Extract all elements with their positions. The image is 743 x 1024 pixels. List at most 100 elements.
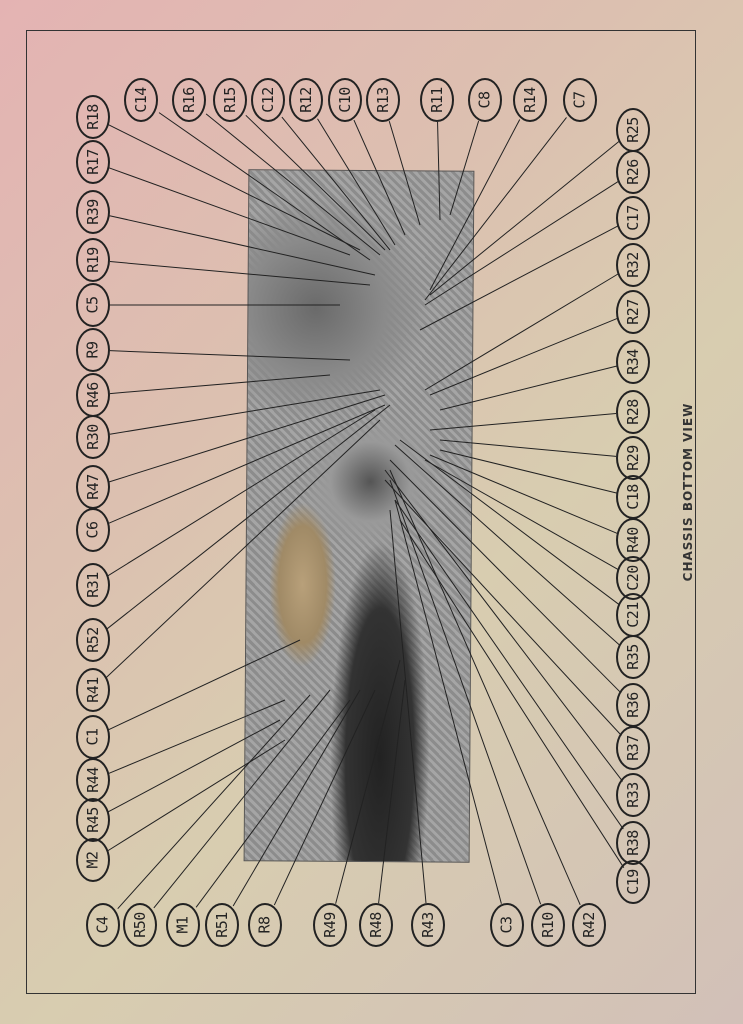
callout-r48: R48 bbox=[359, 903, 393, 947]
callout-label: C18 bbox=[624, 484, 642, 510]
callout-r38: R38 bbox=[616, 821, 650, 865]
leader-line-r43 bbox=[389, 509, 427, 904]
leader-line-r39 bbox=[109, 215, 376, 276]
callout-label: R35 bbox=[624, 644, 642, 670]
callout-r14: R14 bbox=[513, 78, 547, 122]
callout-r32: R32 bbox=[616, 243, 650, 287]
callout-r17: R17 bbox=[76, 140, 110, 184]
callout-label: R47 bbox=[84, 474, 102, 500]
callout-r19: R19 bbox=[76, 238, 110, 282]
leader-line-r19 bbox=[109, 261, 371, 286]
leader-line-c1 bbox=[108, 639, 301, 731]
leader-line-r52 bbox=[106, 404, 391, 630]
leader-line-r17 bbox=[108, 167, 351, 256]
callout-c12: C12 bbox=[251, 78, 285, 122]
callout-c14: C14 bbox=[124, 78, 158, 122]
leader-line-r10 bbox=[389, 479, 542, 905]
leader-line-r33 bbox=[384, 469, 624, 782]
callout-r37: R37 bbox=[616, 726, 650, 770]
leader-line-r47 bbox=[109, 394, 386, 483]
callout-c21: C21 bbox=[616, 593, 650, 637]
callout-label: R28 bbox=[624, 399, 642, 425]
callout-label: R15 bbox=[221, 87, 239, 113]
callout-label: C21 bbox=[624, 602, 642, 628]
callout-label: C4 bbox=[94, 916, 112, 934]
leader-line-r12 bbox=[317, 118, 396, 246]
callout-c7: C7 bbox=[563, 78, 597, 122]
leader-line-c8 bbox=[449, 120, 480, 216]
callout-label: C7 bbox=[571, 91, 589, 109]
callout-r46: R46 bbox=[76, 373, 110, 417]
callout-r41: R41 bbox=[76, 668, 110, 712]
leader-line-c10 bbox=[353, 119, 406, 236]
callout-label: R49 bbox=[321, 912, 339, 938]
callout-label: R18 bbox=[84, 104, 102, 130]
callout-c10: C10 bbox=[328, 78, 362, 122]
callout-label: R13 bbox=[374, 87, 392, 113]
callout-label: R29 bbox=[624, 445, 642, 471]
callout-label: R8 bbox=[256, 916, 274, 934]
callout-r29: R29 bbox=[616, 436, 650, 480]
callout-label: R43 bbox=[419, 912, 437, 938]
callout-r30: R30 bbox=[76, 415, 110, 459]
callout-label: R51 bbox=[213, 912, 231, 938]
callout-label: R17 bbox=[84, 149, 102, 175]
callout-r27: R27 bbox=[616, 290, 650, 334]
callout-r43: R43 bbox=[411, 903, 445, 947]
callout-r15: R15 bbox=[213, 78, 247, 122]
callout-label: C5 bbox=[84, 296, 102, 314]
callout-label: C12 bbox=[259, 87, 277, 113]
leader-line-r34 bbox=[439, 365, 617, 411]
leader-line-r30 bbox=[109, 389, 381, 435]
callout-label: R32 bbox=[624, 252, 642, 278]
leader-line-c3 bbox=[394, 499, 502, 904]
callout-label: R31 bbox=[84, 572, 102, 598]
callout-label: R52 bbox=[84, 627, 102, 653]
callout-c4: C4 bbox=[86, 903, 120, 947]
leader-line-c4 bbox=[117, 694, 311, 909]
callout-label: R26 bbox=[624, 159, 642, 185]
leader-line-c20 bbox=[424, 459, 619, 571]
callout-label: R48 bbox=[367, 912, 385, 938]
callout-c1: C1 bbox=[76, 715, 110, 759]
leader-line-r46 bbox=[109, 374, 331, 395]
callout-label: R40 bbox=[624, 527, 642, 553]
leader-line-r32 bbox=[424, 273, 619, 391]
callout-label: M2 bbox=[84, 851, 102, 869]
callout-c8: C8 bbox=[468, 78, 502, 122]
callout-label: C3 bbox=[498, 916, 516, 934]
callout-r28: R28 bbox=[616, 390, 650, 434]
callout-r9: R9 bbox=[76, 328, 110, 372]
callout-label: C19 bbox=[624, 869, 642, 895]
diagram-border bbox=[26, 30, 696, 994]
leader-line-r15 bbox=[245, 114, 386, 251]
leader-line-r14 bbox=[429, 119, 521, 291]
callout-r31: R31 bbox=[76, 563, 110, 607]
callout-r25: R25 bbox=[616, 108, 650, 152]
leader-line-r31 bbox=[107, 409, 376, 577]
leader-line-r38 bbox=[394, 499, 624, 830]
callout-r33: R33 bbox=[616, 773, 650, 817]
callout-r11: R11 bbox=[420, 78, 454, 122]
callout-r26: R26 bbox=[616, 150, 650, 194]
leader-line-r13 bbox=[388, 120, 421, 226]
callout-label: C20 bbox=[624, 565, 642, 591]
callout-r35: R35 bbox=[616, 635, 650, 679]
callout-label: R45 bbox=[84, 807, 102, 833]
callout-label: R14 bbox=[521, 87, 539, 113]
callout-label: R27 bbox=[624, 299, 642, 325]
callout-label: C14 bbox=[132, 87, 150, 113]
callout-label: R50 bbox=[131, 912, 149, 938]
callout-label: C10 bbox=[336, 87, 354, 113]
callout-label: R44 bbox=[84, 767, 102, 793]
callout-label: R41 bbox=[84, 677, 102, 703]
leader-line-r40 bbox=[429, 454, 618, 534]
leader-line-r51 bbox=[232, 689, 361, 907]
callout-label: C17 bbox=[624, 205, 642, 231]
leader-line-c21 bbox=[399, 439, 620, 606]
callout-r45: R45 bbox=[76, 798, 110, 842]
callout-label: C8 bbox=[476, 91, 494, 109]
leader-line-r18 bbox=[107, 124, 361, 251]
callout-r44: R44 bbox=[76, 758, 110, 802]
callout-label: R38 bbox=[624, 830, 642, 856]
